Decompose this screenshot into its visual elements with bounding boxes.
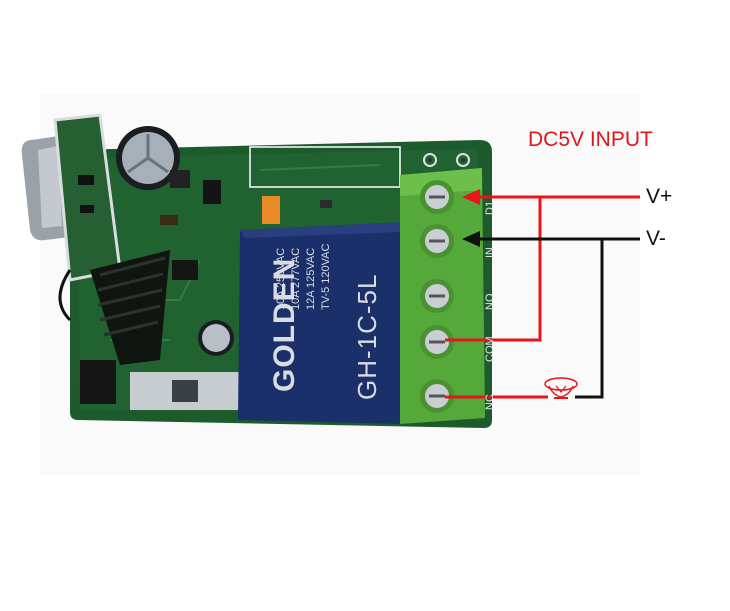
terminal-label-in: IN bbox=[484, 247, 496, 258]
antenna-coil bbox=[58, 250, 170, 365]
terminal-label-d1: D1 bbox=[484, 200, 496, 215]
relay-rating-1: 10A 250VAC bbox=[275, 247, 287, 310]
relay-rating-4: TV-5 120VAC bbox=[320, 243, 332, 310]
black-arrow-head bbox=[462, 231, 480, 247]
terminal-label-nc: NC bbox=[484, 394, 496, 410]
relay-rating-3: 12A 125VAC bbox=[305, 247, 317, 310]
lamp-icon bbox=[544, 377, 578, 399]
capacitor-large bbox=[116, 126, 190, 190]
terminal-label-no: NO bbox=[484, 293, 496, 311]
red-arrow-head bbox=[462, 189, 480, 205]
slide-switch bbox=[130, 372, 240, 410]
terminal-block bbox=[400, 168, 485, 424]
relay-body bbox=[238, 222, 405, 424]
relay-rating-2: 10A 277VAC bbox=[290, 247, 302, 310]
red-wires bbox=[445, 195, 640, 399]
black-wires bbox=[480, 237, 640, 399]
v-minus-label: V- bbox=[646, 227, 666, 250]
smd-components bbox=[80, 180, 332, 404]
terminal-label-com: COM bbox=[484, 336, 496, 362]
screw-terminals bbox=[420, 180, 454, 413]
v-plus-label: V+ bbox=[646, 185, 673, 208]
input-title: DC5V INPUT bbox=[528, 128, 653, 151]
capacitor-small bbox=[198, 320, 234, 356]
relay-model: GH-1C-5L bbox=[352, 273, 382, 400]
